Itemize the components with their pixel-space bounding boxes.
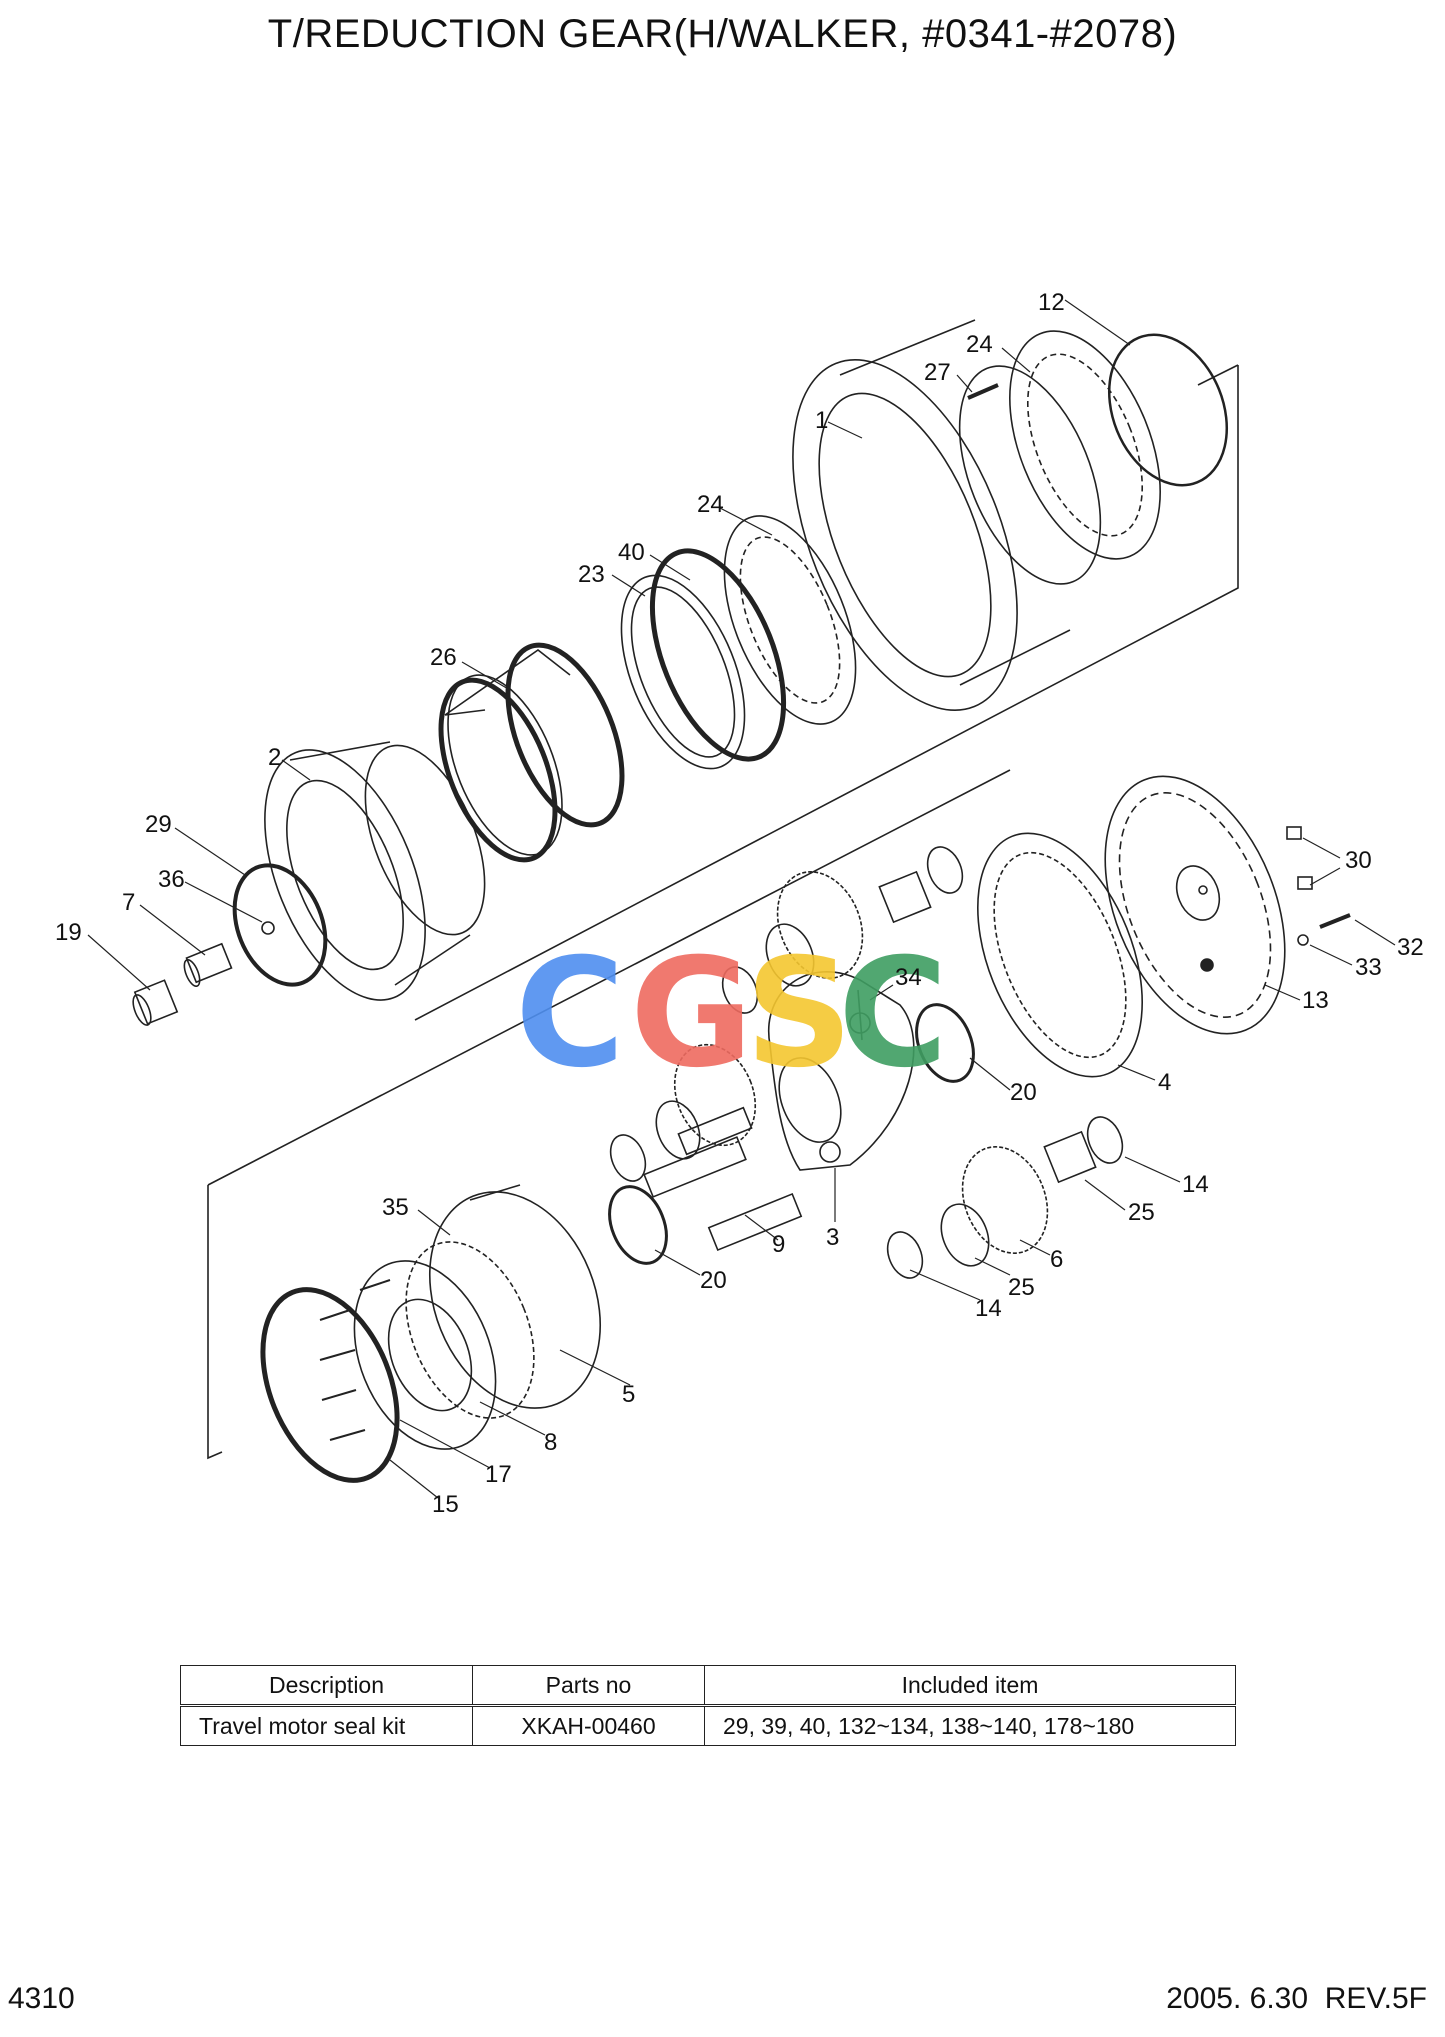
part-6-planet-gear-lower [940,1146,1049,1267]
part-20-plate-lower [608,1185,668,1265]
callout-15: 15 [432,1491,459,1518]
page-title: T/REDUCTION GEAR(H/WALKER, #0341-#2078) [267,12,1178,56]
part-25-needle-bearing-upper [878,870,932,924]
callout-1: 1 [815,407,828,434]
callout-3: 3 [826,1224,839,1251]
part-8-carrier-plate [353,1260,497,1450]
part-33-washer [1297,934,1309,946]
table-row: Travel motor seal kit XKAH-00460 29, 39,… [180,1705,1236,1746]
part-36-ball [261,921,275,935]
callout-12: 12 [1038,289,1065,316]
callout-25-lower: 25 [1008,1274,1035,1301]
part-15-o-ring [260,1287,400,1483]
part-5-gear-drum [405,1184,602,1419]
lower-plane-outline [207,1185,223,1460]
part-6-planet-gear-upper [765,871,864,987]
page-number: 4310 [8,1982,75,2015]
part-14-washer-lower [886,1231,924,1279]
table-header-row: Description Parts no Included item [180,1665,1236,1707]
callout-36: 36 [158,866,185,893]
part-32-bolt [1319,913,1351,929]
cell-description: Travel motor seal kit [180,1705,473,1746]
callout-40: 40 [618,539,645,566]
callout-23: 23 [578,561,605,588]
callout-14-lower: 14 [975,1295,1002,1322]
watermark-letter-3: S [745,927,853,1101]
seal-kit-table: Description Parts no Included item Trave… [180,1665,1236,1746]
part-17-bolts [319,1279,391,1441]
part-4-ring-gear [977,832,1143,1078]
callout-35: 35 [382,1194,409,1221]
part-14-washer-right [1086,1116,1124,1164]
callout-8: 8 [544,1429,557,1456]
callout-29: 29 [145,811,172,838]
watermark: C G S C [515,927,948,1101]
watermark-letter-1: C [515,927,625,1101]
part-6-planet-gear-left [655,1043,757,1160]
callout-labels: 12 24 27 1 24 40 23 26 2 29 36 7 19 30 3… [55,289,1424,1518]
callout-33: 33 [1355,954,1382,981]
callout-34: 34 [895,964,922,991]
callout-4: 4 [1158,1069,1171,1096]
callout-24-mid: 24 [697,491,724,518]
callout-13: 13 [1302,987,1329,1014]
part-1-housing [792,319,1102,711]
header-parts-no: Parts no [472,1665,705,1707]
callout-26: 26 [430,644,457,671]
callout-24-top: 24 [966,331,993,358]
part-2-hub [264,741,486,1001]
cell-included-item: 29, 39, 40, 132~134, 138~140, 178~180 [704,1705,1236,1746]
revision-date: 2005. 6.30 REV.5F [1166,1982,1427,2015]
callout-20-lower: 20 [700,1267,727,1294]
callout-9: 9 [772,1231,785,1258]
callout-25-right: 25 [1128,1199,1155,1226]
part-20-plate-upper [915,1003,975,1083]
watermark-letter-2: G [630,927,753,1101]
callout-2: 2 [268,744,281,771]
part-23-ring [620,574,746,770]
part-25-needle-bearing-lower [1043,1130,1097,1184]
callout-32: 32 [1397,934,1424,961]
callout-5: 5 [622,1381,635,1408]
part-27-pin [967,383,999,400]
callout-30: 30 [1345,847,1372,874]
callout-14-right: 14 [1182,1171,1209,1198]
callout-27: 27 [924,359,951,386]
part-30-plug [1286,826,1302,840]
callout-17: 17 [485,1461,512,1488]
part-40-seal [649,548,787,762]
watermark-letter-4: C [838,927,948,1101]
part-34-pin [857,989,863,1041]
callout-20-upper: 20 [1010,1079,1037,1106]
header-description: Description [180,1665,473,1707]
part-7-shaft [183,942,233,987]
upper-plane-outline [414,365,1239,1021]
callout-7: 7 [122,889,135,916]
part-13-cover [1104,775,1286,1035]
part-12-ring [1107,333,1229,487]
cell-parts-no: XKAH-00460 [472,1705,705,1746]
callout-19: 19 [55,919,82,946]
leader-lines [87,299,1396,1499]
part-9-pins [643,1106,803,1252]
part-19-coupling [132,979,179,1026]
callout-6: 6 [1050,1246,1063,1273]
part-24-upper-bearing [1009,330,1161,560]
part-24-lower-bearing [723,515,857,725]
header-included-item: Included item [704,1665,1236,1707]
part-14-washer-upper [926,846,964,894]
part-29-o-ring [232,863,328,987]
